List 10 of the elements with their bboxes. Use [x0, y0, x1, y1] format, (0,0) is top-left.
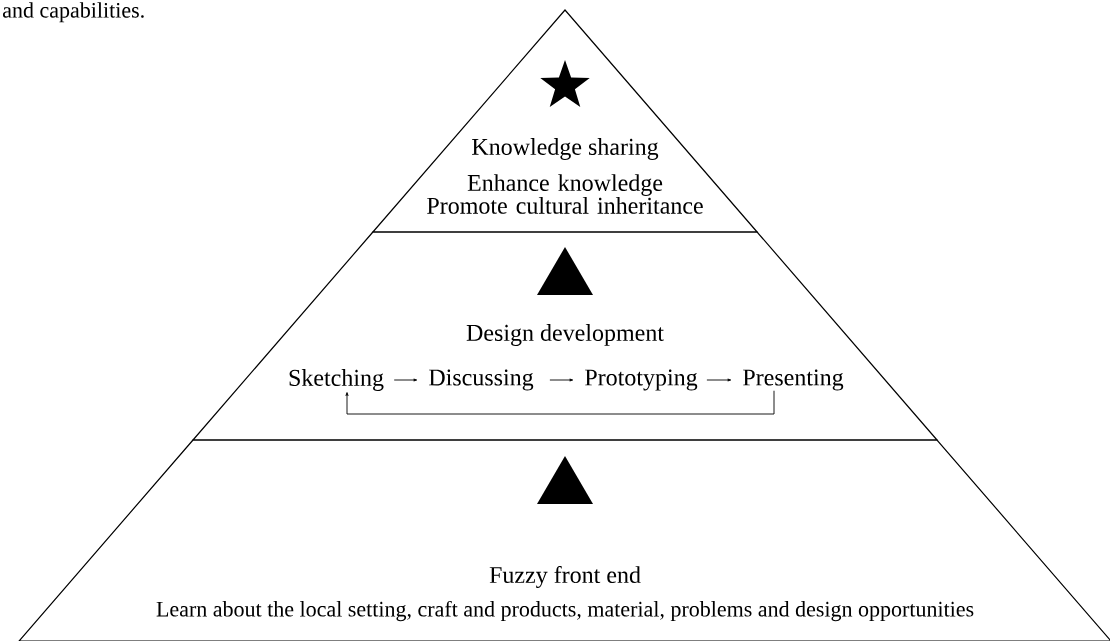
arrow: [549, 378, 574, 382]
pyramid-band: Fuzzy front end Learn about the local setting, craft and products, material, problems and design opportunities: [17, 439, 1110, 641]
process-step: Prototyping: [585, 369, 698, 391]
process-step: Sketching: [289, 369, 384, 391]
process-step: Presenting: [743, 369, 844, 391]
process-step: Discussing: [429, 369, 534, 391]
arrow: [706, 378, 732, 382]
arrow: [345, 390, 775, 415]
caption-text: and capabilities.: [2, 2, 144, 23]
arrow: [393, 378, 418, 382]
